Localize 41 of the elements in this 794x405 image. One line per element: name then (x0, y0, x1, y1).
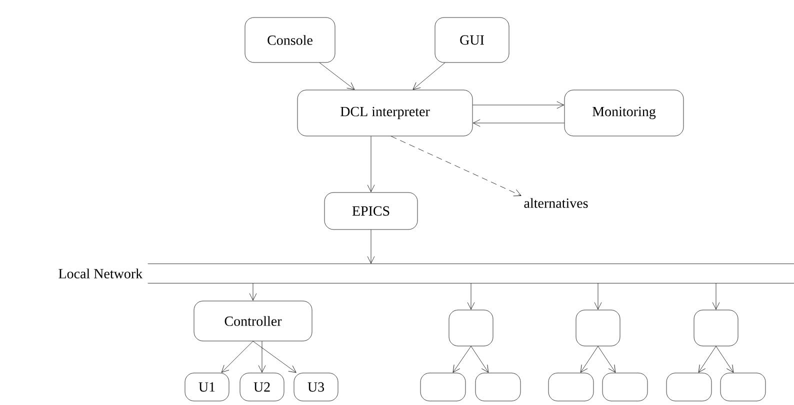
arrow (472, 101, 564, 109)
arrow (249, 283, 257, 301)
process-box: Console (244, 17, 336, 63)
arrow (594, 283, 602, 310)
arrow (712, 283, 720, 310)
empty-box (694, 310, 738, 346)
empty-box (602, 372, 648, 402)
arrow (452, 346, 472, 373)
empty-box (448, 310, 494, 346)
empty-box (576, 310, 620, 346)
empty-box (475, 372, 521, 402)
arrow (580, 346, 598, 373)
empty-box (420, 372, 466, 402)
arrow (258, 341, 266, 373)
network-label: Local Network (58, 268, 143, 278)
arrow (319, 62, 355, 90)
process-box: EPICS (324, 192, 418, 230)
process-box: GUI (434, 17, 510, 63)
arrow (472, 119, 564, 127)
arrow (367, 230, 375, 264)
empty-box (720, 372, 766, 402)
process-box: Controller (194, 300, 312, 342)
text-label: alternatives (524, 198, 588, 208)
arrow (698, 346, 716, 373)
process-box: U3 (294, 372, 338, 402)
arrow (252, 341, 296, 373)
arrow (221, 341, 254, 373)
process-box: DCL interpreter (297, 90, 473, 136)
arrow (716, 346, 734, 373)
arrow (367, 136, 375, 192)
network-bus (148, 264, 794, 284)
process-box: U1 (184, 372, 230, 402)
process-box: Monitoring (564, 90, 684, 136)
arrow (412, 62, 446, 90)
empty-box (666, 372, 712, 402)
arrow (470, 346, 489, 373)
arrow (598, 346, 616, 373)
process-box: U2 (240, 372, 284, 402)
arrow (390, 136, 522, 196)
arrow (467, 283, 475, 310)
empty-box (548, 372, 594, 402)
